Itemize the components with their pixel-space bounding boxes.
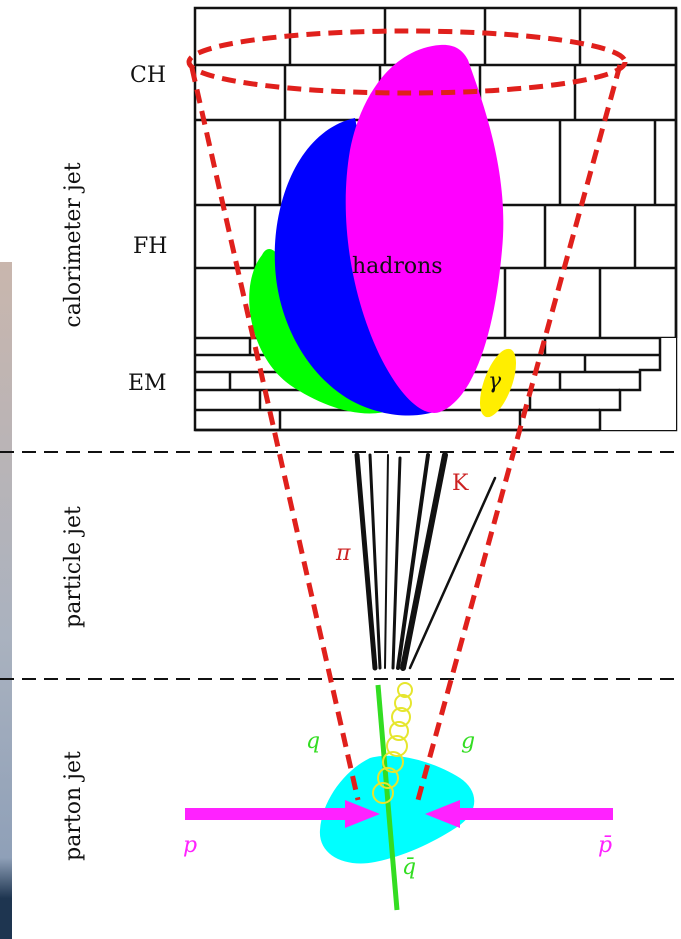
section-label-calorimeter: calorimeter jet xyxy=(61,162,86,327)
layer-label-ch: CH xyxy=(130,63,166,88)
beam-antiproton xyxy=(425,800,613,828)
left-edge-strip xyxy=(0,262,12,939)
section-label-particle: particle jet xyxy=(61,506,86,628)
hadron-magenta-blob xyxy=(345,44,504,413)
gamma-label: γ xyxy=(488,369,502,394)
antiproton-label: p̄ xyxy=(598,833,612,858)
particle-tracks xyxy=(354,452,497,671)
jet-cone xyxy=(186,28,628,801)
section-label-parton: parton jet xyxy=(61,751,86,861)
gluon-line xyxy=(372,682,413,804)
layer-label-em: EM xyxy=(128,371,167,396)
hadrons-label: hadrons xyxy=(352,254,443,279)
layer-label-fh: FH xyxy=(133,234,167,259)
antiquark-label: q̄ xyxy=(402,855,416,880)
quark-label: q xyxy=(306,729,320,754)
beam-proton xyxy=(185,800,380,828)
collision-zone-blob xyxy=(319,755,475,864)
quark-line xyxy=(375,684,400,911)
pion-label: π xyxy=(335,541,351,566)
photon-blob xyxy=(479,348,517,418)
proton-label: p xyxy=(183,833,197,858)
gluon-label: g xyxy=(461,729,475,754)
kaon-label: K xyxy=(452,471,469,496)
